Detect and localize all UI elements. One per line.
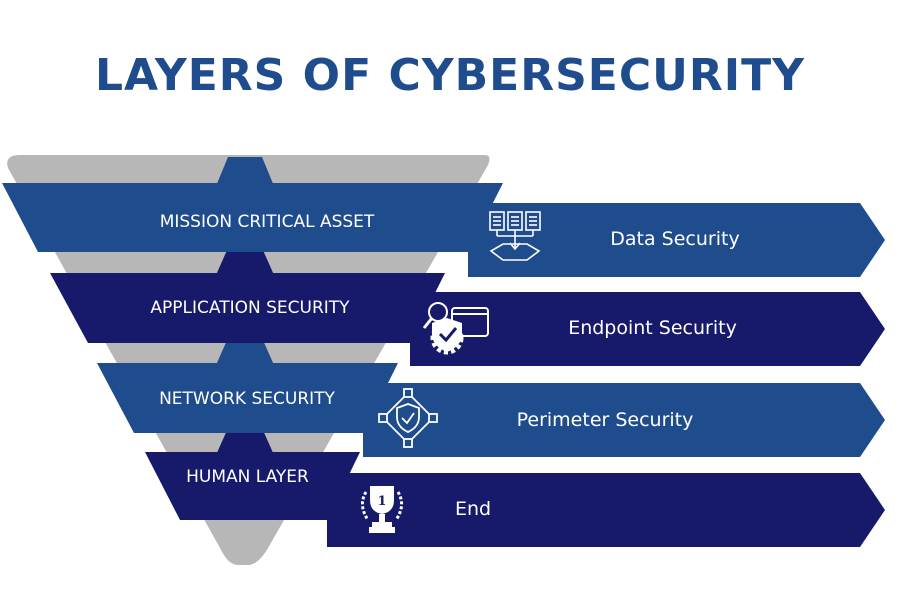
- arrow-label-perimeter-security: Perimeter Security: [516, 409, 694, 431]
- layer-label-human-layer: HUMAN LAYER: [186, 467, 309, 487]
- documents-download-icon: [489, 211, 541, 261]
- layer-label-network-security: NETWORK SECURITY: [159, 389, 335, 409]
- arrow-label-end: End: [454, 498, 492, 520]
- arrow-endpoint-security: [410, 292, 885, 366]
- arrow-perimeter-security: [363, 383, 885, 457]
- arrow-label-data-security: Data Security: [610, 228, 740, 250]
- layer-band-mission-critical-asset: [2, 183, 503, 252]
- diagram-title: LAYERS OF CYBERSECURITY: [95, 50, 805, 101]
- arrow-label-endpoint-security: Endpoint Security: [568, 317, 737, 339]
- arrow-data-security: [468, 203, 885, 277]
- arrow-end: [327, 473, 885, 547]
- layer-band-network-security: [97, 363, 398, 433]
- spine-tab-2: [216, 248, 274, 275]
- spine-tab-1: [216, 157, 274, 186]
- layer-band-human-layer: [145, 452, 360, 520]
- spine-tab-4: [216, 428, 274, 455]
- perimeter-shield-icon: [378, 388, 438, 448]
- layer-label-mission-critical-asset: MISSION CRITICAL ASSET: [159, 212, 375, 232]
- trophy-icon: 1: [361, 486, 403, 533]
- spine-tab-3: [216, 338, 274, 365]
- layer-band-application-security: [50, 273, 445, 343]
- layer-label-application-security: APPLICATION SECURITY: [150, 298, 350, 318]
- svg-text:1: 1: [377, 494, 386, 509]
- endpoint-shield-gear-icon: [422, 302, 489, 355]
